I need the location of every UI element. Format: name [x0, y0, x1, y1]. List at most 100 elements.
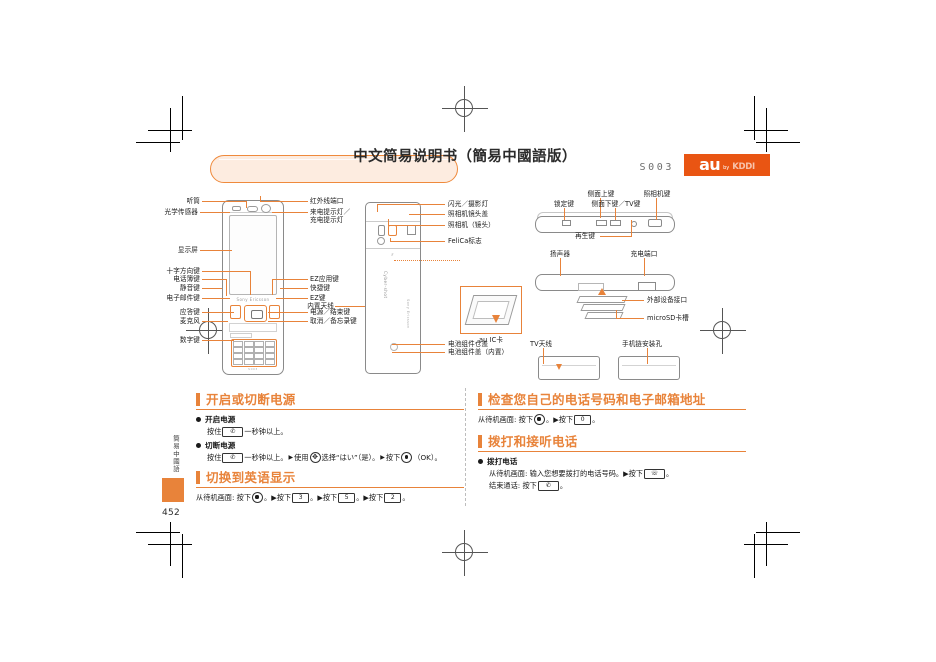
side-tab-label: 簡易中國語: [172, 435, 180, 473]
leader-ez-key: [276, 298, 308, 299]
label-power-end-key: 电源／结束键: [310, 308, 351, 316]
step-power-on-prefix: 按住: [207, 427, 222, 436]
camera-band-shape: [366, 221, 420, 249]
registration-mark-right: [700, 308, 746, 354]
center-key-shape: [250, 310, 263, 319]
leader-ez-app-v: [272, 279, 273, 295]
crop-mark-bottom-right: [740, 518, 800, 578]
au-ic-card-inset: [460, 286, 522, 334]
au-logo: au by KDDI: [684, 154, 770, 176]
leader-mic: [202, 321, 228, 322]
label-camera-key: 照相机键: [643, 190, 671, 198]
crop-mark-bottom-left: [136, 518, 196, 578]
leader-earpiece-v: [246, 201, 247, 208]
leader-ez-app-key: [272, 279, 308, 280]
leader-lock-key-v: [564, 208, 565, 220]
bullet-dot-icon: [196, 417, 201, 422]
section-heading-call: 拨打和接听电话: [478, 434, 746, 449]
flash-light-shape: [378, 225, 385, 236]
label-nav-key: 十字方向键: [166, 267, 200, 275]
label-notify-lamp-line1: 来电提示灯／: [310, 208, 351, 216]
key-5-glyph: 5: [338, 492, 356, 503]
label-battery-door: 电池组件仓盖: [448, 340, 489, 348]
registration-mark-bottom: [442, 530, 488, 576]
send-key-glyph: ☏: [644, 468, 665, 479]
leader-side-up-v: [600, 198, 601, 218]
step-power-off-ok: （OK）。: [413, 453, 442, 462]
leader-numkeys: [202, 340, 234, 341]
leader-ir-port-v: [260, 196, 261, 202]
bullet-power-off-label: 切断电源: [205, 441, 236, 450]
ic-card-shape: [472, 301, 510, 319]
leader-flash: [377, 204, 445, 205]
step-english-end: 。: [402, 493, 410, 502]
leader-mail: [202, 298, 230, 299]
section-rule-check-number: [478, 409, 746, 410]
step-switch-english: 从待机画面: 按下 。▶按下 3 。▶按下 5 。▶按下 2 。: [196, 492, 464, 503]
step-power-off-prefix: 按住: [207, 453, 222, 462]
section-heading-english: 切换到英语显示: [196, 470, 464, 485]
display-shape: [229, 215, 277, 295]
step-end-call: 结束通话: 按下 ✆ 。: [489, 480, 746, 491]
label-external-device-port: 外部设备接口: [647, 296, 688, 304]
leader-ext-device-port: [622, 300, 644, 301]
navigation-pad-shape: [244, 305, 267, 322]
leader-navpad-v: [250, 271, 251, 295]
leader-charging-v: [644, 258, 645, 276]
infrared-port-shape: [261, 204, 271, 213]
side-up-key-shape: [596, 220, 607, 226]
step-english-prefix: 从待机画面: 按下: [196, 493, 252, 502]
center-ok-key-glyph: [252, 492, 264, 503]
content-column-right: 检查您自己的电话号码和电子邮箱地址 从待机画面: 按下 。▶按下 0 。 拨打和…: [478, 392, 746, 491]
function-key-row-shape: [229, 323, 277, 332]
ic-card-insert-arrow-icon: [492, 315, 500, 323]
device-diagram: Sony Ericsson S003 听筒 光学传感器 显示屏: [160, 188, 770, 393]
leader-camera-lens: [388, 225, 445, 226]
label-earpiece: 听筒: [186, 197, 200, 205]
page-title: 中文简易说明书（簡易中國語版）: [353, 149, 577, 165]
leader-notify-lamp: [272, 212, 308, 213]
felica-mark-icon: ℱ: [391, 253, 394, 257]
end-right-seam: [622, 365, 676, 366]
section-rule-english: [196, 487, 464, 488]
leader-lens-cover: [409, 214, 445, 215]
bullet-make-call-label: 拨打电话: [487, 457, 518, 466]
content-column-left: 开启或切断电源 开启电源 按住 ✆ 一秒钟以上。 切断电源 按住 ✆ 一秒钟以上…: [196, 392, 464, 503]
crop-mark-top-right: [740, 96, 800, 156]
label-cancel-memo-key: 取消／备忘录键: [310, 317, 357, 325]
end-view-right-illustration: [618, 356, 680, 380]
page-title-pill: [210, 155, 458, 183]
leader-strap-hole-v: [647, 348, 648, 364]
label-infrared-port: 红外线端口: [310, 197, 344, 205]
leader-shortcut-key: [280, 288, 308, 289]
au-logo-word: au: [699, 155, 721, 174]
step-power-off-press: 按下: [385, 453, 401, 462]
step-power-off: 按住 ✆ 一秒钟以上。 ▶ 使用 ✥ 选择“はい”（是）。 ▶ 按下 （OK）。: [207, 452, 464, 463]
connector-flap-1: [576, 296, 628, 303]
leader-speaker-v: [560, 258, 561, 276]
bullet-power-on-label: 开启电源: [205, 415, 236, 424]
end-key-glyph: ✆: [222, 452, 244, 463]
end-view-left-illustration: [538, 356, 600, 380]
bullet-dot-icon: [196, 443, 201, 448]
label-shortcut-key: 快捷键: [310, 284, 331, 292]
step-power-on-suffix: 一秒钟以上。: [244, 427, 288, 436]
leader-play-key-h: [600, 236, 632, 237]
leader-phonebook: [202, 279, 226, 280]
earpiece-shape: [247, 205, 258, 212]
leader-phonebook-v: [226, 279, 227, 296]
leader-battery-cover: [392, 352, 445, 353]
camera-lens-shape: [388, 225, 397, 236]
leader-earpiece: [202, 201, 246, 202]
manual-page: 中文简易说明书（簡易中國語版） S003 au by KDDI Sony Eri…: [160, 140, 770, 530]
bullet-power-on: 开启电源: [196, 414, 464, 425]
step-make-call: 从待机画面: 输入您想要拨打的电话号码。▶按下 ☏ 。: [489, 468, 746, 479]
leader-play-key-v: [631, 220, 632, 236]
page-number: 452: [162, 508, 181, 518]
label-side-up-key: 侧面上键: [587, 190, 615, 198]
bullet-dot-icon: [478, 459, 483, 464]
leader-camera-key-v: [656, 198, 657, 220]
label-lens-cover: 照相机镜头盖: [448, 210, 489, 218]
key-2-glyph: 2: [384, 492, 402, 503]
side-top-cap-shape: [537, 212, 673, 219]
